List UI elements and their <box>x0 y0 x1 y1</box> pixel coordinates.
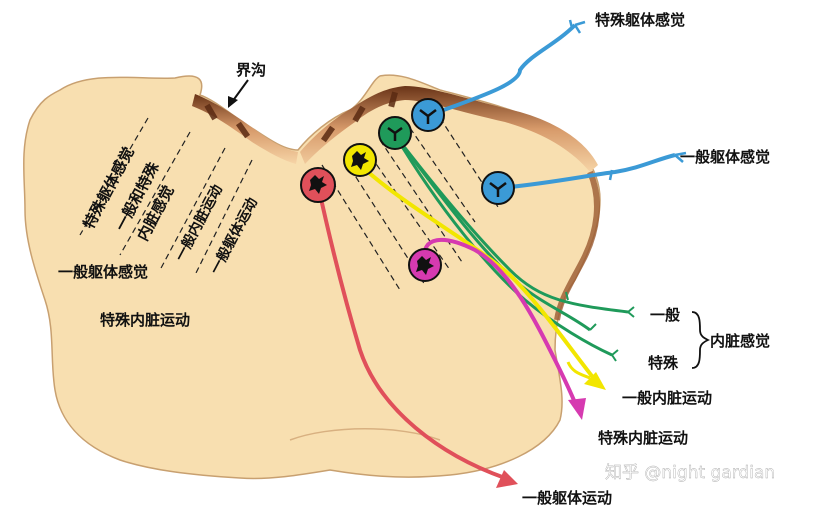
label-general: 一般 <box>650 306 680 324</box>
ventricle-floor-right <box>300 86 598 172</box>
label-general-somatic-motor: 一般躯体运动 <box>522 489 612 507</box>
right-edge <box>554 170 600 321</box>
fiber-green-tips <box>565 291 635 362</box>
inner-label-left-general-somatic-sensory: 一般躯体感觉 <box>58 263 148 281</box>
fiber-yellow-branch <box>566 361 591 380</box>
watermark: 知乎 @night gardian <box>605 463 775 483</box>
fiber-magenta <box>422 237 580 411</box>
fiber-blue-tip-1 <box>568 19 586 34</box>
inner-label-special-visceral-motor: 特殊内脏运动 <box>100 311 190 329</box>
fiber-red <box>316 184 506 480</box>
ridge-bands <box>204 91 398 143</box>
fiber-blue-special-somatic <box>429 23 577 117</box>
arrow-red <box>496 470 518 488</box>
nucleus-blue-upper <box>411 98 445 132</box>
label-general-visceral-motor: 一般内脏运动 <box>622 389 712 407</box>
label-special-visceral-motor: 特殊内脏运动 <box>598 429 688 447</box>
label-sulcus: 界沟 <box>236 61 266 79</box>
label-visceral-sensory: 内脏感觉 <box>710 332 770 350</box>
fiber-blue-tip-2 <box>608 151 687 181</box>
arrow-magenta <box>568 398 586 420</box>
label-special: 特殊 <box>648 354 679 372</box>
nucleus-green <box>378 116 412 150</box>
label-special-somatic-sensory: 特殊躯体感觉 <box>595 11 685 29</box>
nucleus-blue-lower <box>481 171 515 205</box>
arrow-yellow <box>584 372 606 390</box>
sulcus-arrow <box>231 79 249 103</box>
left-column-dashes <box>79 117 253 276</box>
nucleus-yellow <box>343 143 377 177</box>
nucleus-red <box>300 167 336 203</box>
visceral-sensory-bracket <box>691 311 711 369</box>
tissue-section <box>23 74 601 480</box>
sulcus-arrowhead <box>228 96 238 108</box>
fiber-yellow <box>358 163 597 382</box>
label-general-somatic-sensory: 一般躯体感觉 <box>680 148 770 166</box>
nucleus-magenta <box>408 248 442 282</box>
